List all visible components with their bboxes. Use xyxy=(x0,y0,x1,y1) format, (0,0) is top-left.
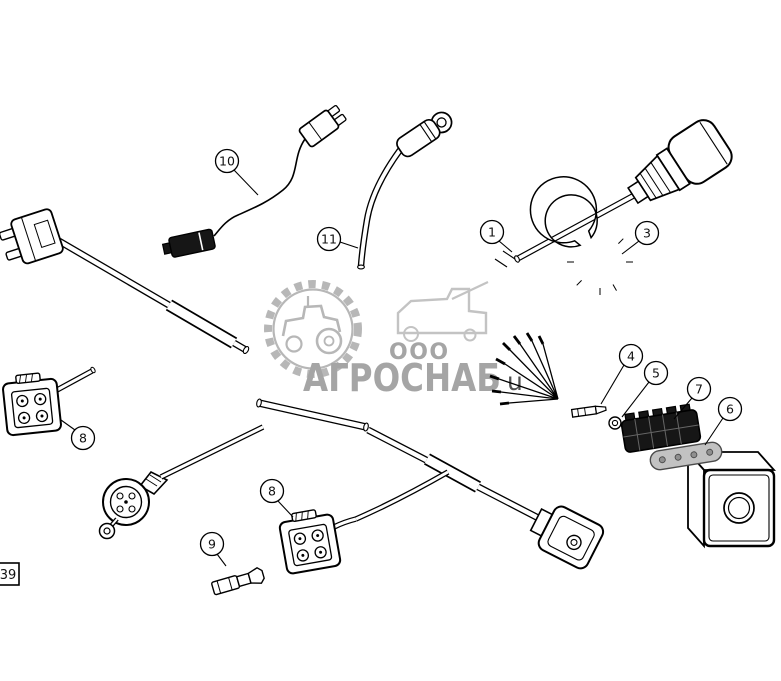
callout-number: 11 xyxy=(321,232,337,247)
strap-band xyxy=(529,176,598,248)
part-seal-strip-6 xyxy=(649,441,723,471)
callout-number: 8 xyxy=(268,484,276,499)
callout-number: 6 xyxy=(726,402,734,417)
boot xyxy=(138,470,169,496)
callout-number: 7 xyxy=(695,382,703,397)
callout-6: 6 xyxy=(704,396,743,446)
flat-connector xyxy=(161,228,216,258)
callout-number: 3 xyxy=(643,226,651,241)
wire-fan xyxy=(498,340,559,404)
stub-open-end xyxy=(90,366,96,374)
watermark-mark: u xyxy=(507,367,523,396)
cable-open-end xyxy=(514,255,520,263)
probe-body xyxy=(396,111,453,158)
callout-number: 8 xyxy=(79,431,87,446)
square-connector-8a xyxy=(0,370,63,437)
callout-8a: 8 xyxy=(60,419,96,451)
part-probe-cable-11 xyxy=(357,111,453,270)
callout-number: 10 xyxy=(219,154,235,169)
tube-open-end xyxy=(242,345,250,355)
part-connector-housing-7 xyxy=(620,403,702,453)
part-pin-terminal-4 xyxy=(570,405,607,418)
two-prong-plug xyxy=(0,208,64,265)
part-terminal-9 xyxy=(211,566,265,596)
callout-5: 5 xyxy=(621,360,669,418)
connector-body xyxy=(627,119,733,205)
part-jumper-wire-10 xyxy=(161,104,347,258)
part-seal-5 xyxy=(608,416,622,430)
callout-1: 1 xyxy=(479,219,516,268)
frame-label-text: 39 xyxy=(0,568,16,583)
combine-silhouette xyxy=(396,287,488,335)
callout-11: 11 xyxy=(316,226,359,252)
wire xyxy=(213,138,306,237)
gear-icon xyxy=(264,280,362,378)
watermark-brand: АГРОСНАБ xyxy=(303,356,501,400)
callout-number: 1 xyxy=(488,225,496,240)
small-plug xyxy=(298,104,347,148)
part-round-connector xyxy=(98,470,169,540)
tractor-rear-wheel xyxy=(315,327,343,355)
part-harness-8a xyxy=(0,208,250,437)
end-connector xyxy=(529,505,605,570)
frame-label: 39 xyxy=(0,562,20,586)
tractor-front-wheel xyxy=(285,335,303,353)
callout-number: 9 xyxy=(208,537,216,552)
square-connector-8b xyxy=(276,505,343,576)
wire-tips xyxy=(489,332,545,406)
cable-open-end xyxy=(357,264,365,270)
callout-3: 3 xyxy=(621,220,660,255)
callout-4: 4 xyxy=(600,343,644,405)
callout-9: 9 xyxy=(199,531,227,567)
part-relay-box xyxy=(685,449,777,549)
callout-10: 10 xyxy=(214,148,259,196)
callout-number: 4 xyxy=(627,349,635,364)
part-harness-8b xyxy=(159,398,605,576)
callout-7: 7 xyxy=(673,376,712,420)
cable-outline xyxy=(357,148,403,267)
tractor-body xyxy=(281,304,342,337)
part-clamp-3 xyxy=(529,176,633,295)
watermark-company-prefix: ООО xyxy=(389,340,450,365)
part-connector-cable-1 xyxy=(514,119,733,263)
callout-number: 5 xyxy=(652,366,660,381)
watermark-logo: ООО АГРОСНАБ u xyxy=(264,280,523,400)
part-stripped-wires xyxy=(489,332,559,406)
callout-8b: 8 xyxy=(259,478,294,518)
